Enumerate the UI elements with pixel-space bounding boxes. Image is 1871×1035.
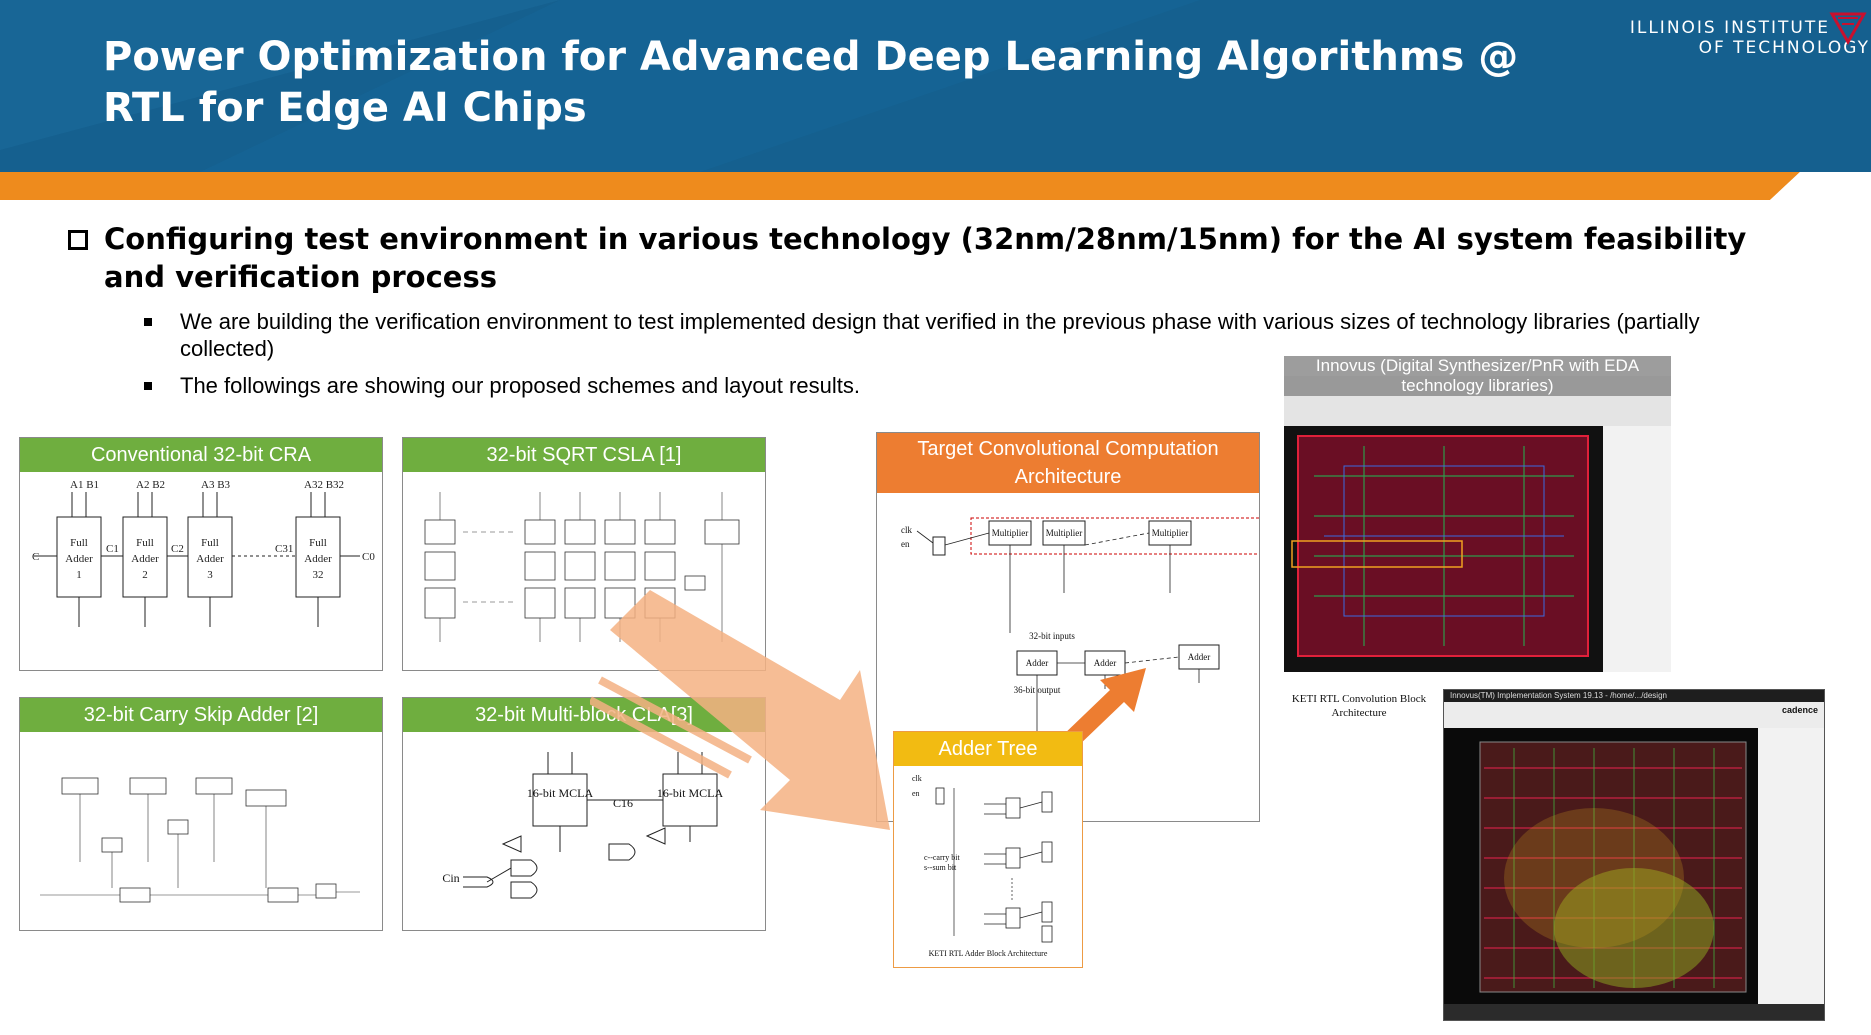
adder-label: Adder (1188, 652, 1211, 662)
section-heading-row: Configuring test environment in various … (66, 220, 1806, 296)
innovus-layout-small (1284, 376, 1671, 672)
innovus-window-canvas (1444, 728, 1758, 1004)
innovus-label-banner: Innovus (Digital Synthesizer/PnR with ED… (1284, 356, 1671, 396)
cra-diagram: A1 B1 A2 B2 A3 B3 A32 B32 Full Adder 1 F… (32, 479, 375, 627)
cra-carry-label: C31 (275, 543, 293, 555)
csa-panel-header: 32-bit Carry Skip Adder [2] (20, 698, 382, 732)
cra-input-label: A1 B1 (70, 479, 99, 491)
bullet-square-icon (144, 318, 152, 326)
cra-block-text: Adder (65, 553, 93, 565)
cra-panel-header: Conventional 32-bit CRA (20, 438, 382, 472)
cra-block-text: 2 (142, 569, 148, 581)
innovus-window-large: Innovus(TM) Implementation System 19.13 … (1443, 689, 1825, 1021)
university-logo: ILLINOIS INSTITUTE OF TECHNOLOGY (1570, 12, 1870, 68)
multiplier-label: Multiplier (1152, 528, 1189, 538)
cla-cin-label: Cin (442, 871, 459, 885)
section-heading: Configuring test environment in various … (104, 222, 1747, 294)
bits-input-label: 32-bit inputs (1029, 631, 1075, 641)
header-banner (0, 0, 1871, 200)
cla-panel-header: 32-bit Multi-block CLA[3] (403, 698, 765, 732)
bullet-list: We are building the verification environ… (140, 308, 1760, 399)
cra-block-text: Full (201, 537, 219, 549)
cra-cin-label: C (32, 551, 39, 563)
bullet-item: We are building the verification environ… (144, 308, 1760, 362)
cla-block-label: 16-bit MCLA (527, 786, 594, 800)
logo-line-1: ILLINOIS INSTITUTE (1629, 18, 1830, 38)
innovus-window-title: Innovus(TM) Implementation System 19.13 … (1450, 691, 1667, 700)
cra-block-text: Full (136, 537, 154, 549)
adder-tree-header: Adder Tree (894, 732, 1082, 766)
innovus-window-menubar: cadence (1444, 702, 1824, 728)
carry-bit-label: c--carry bit (924, 853, 961, 862)
cra-block-text: Adder (131, 553, 159, 565)
adder-tree-en-label: en (912, 789, 920, 798)
multiplier-label: Multiplier (1046, 528, 1083, 538)
cra-block-text: Full (309, 537, 327, 549)
adder-tree-caption: KETI RTL Adder Block Architecture (929, 949, 1048, 958)
cra-carry-label: C2 (171, 543, 184, 555)
cra-block-text: Adder (196, 553, 224, 565)
en-label: en (901, 539, 910, 549)
innovus-window-sidebar (1758, 728, 1824, 1004)
checkbox-bullet-icon (68, 230, 88, 250)
cra-input-label: A3 B3 (201, 479, 231, 491)
cra-carry-label: C0 (362, 551, 375, 563)
multiplier-label: Multiplier (992, 528, 1029, 538)
adder-tree-panel: Adder Tree clk en c--carry bit s--sum bi… (893, 731, 1083, 968)
bullet-text: We are building the verification environ… (180, 309, 1700, 361)
cra-input-label: A32 B32 (304, 479, 344, 491)
bullet-text: The followings are showing our proposed … (180, 373, 860, 398)
cra-panel: Conventional 32-bit CRA A1 B1 A2 B2 A3 B (19, 437, 383, 671)
cra-block-text: 1 (76, 569, 82, 581)
csa-diagram (40, 777, 360, 903)
adder-label: Adder (1094, 658, 1117, 668)
innovus-side-panel (1603, 426, 1671, 672)
sum-bit-label: s--sum bit (924, 863, 957, 872)
cla-diagram: 16-bit MCLA 16-bit MCLA C16 Cin (442, 752, 724, 899)
csla-panel-header: 32-bit SQRT CSLA [1] (403, 438, 765, 472)
csla-panel: 32-bit SQRT CSLA [1] (402, 437, 766, 671)
adder-tree-diagram: clk en c--carry bit s--sum bit KETI RTL (912, 774, 1053, 958)
innovus-window-titlebar: Innovus(TM) Implementation System 19.13 … (1444, 690, 1824, 702)
flow-arrow-small (1060, 668, 1146, 748)
cla-block-label: 16-bit MCLA (657, 786, 724, 800)
flow-arrow-large (590, 590, 890, 830)
csla-diagram (424, 492, 740, 642)
bullet-item: The followings are showing our proposed … (144, 372, 1230, 399)
cra-input-label: A2 B2 (136, 479, 165, 491)
adder-label: Adder (1026, 658, 1049, 668)
adder-tree-clk-label: clk (912, 774, 922, 783)
clk-label: clk (901, 525, 912, 535)
logo-mark-icon (1829, 12, 1867, 46)
cra-block-text: 32 (313, 569, 324, 581)
cadence-brand: cadence (1781, 705, 1818, 715)
csa-panel: 32-bit Carry Skip Adder [2] (19, 697, 383, 931)
conv-panel-header: Target Convolutional Computation Archite… (877, 433, 1259, 493)
cra-block-text: Adder (304, 553, 332, 565)
bullet-square-icon (144, 382, 152, 390)
logo-line-2: OF TECHNOLOGY (1698, 38, 1870, 58)
cra-block-text: Full (70, 537, 88, 549)
cra-block-text: 3 (207, 569, 213, 581)
innovus-caption: KETI RTL Convolution Block Architecture (1291, 693, 1427, 719)
page-title: Power Optimization for Advanced Deep Lea… (103, 34, 1519, 131)
cra-carry-label: C1 (106, 543, 119, 555)
innovus-label: Innovus (Digital Synthesizer/PnR with ED… (1315, 356, 1640, 395)
innovus-layout-canvas (1284, 426, 1603, 672)
